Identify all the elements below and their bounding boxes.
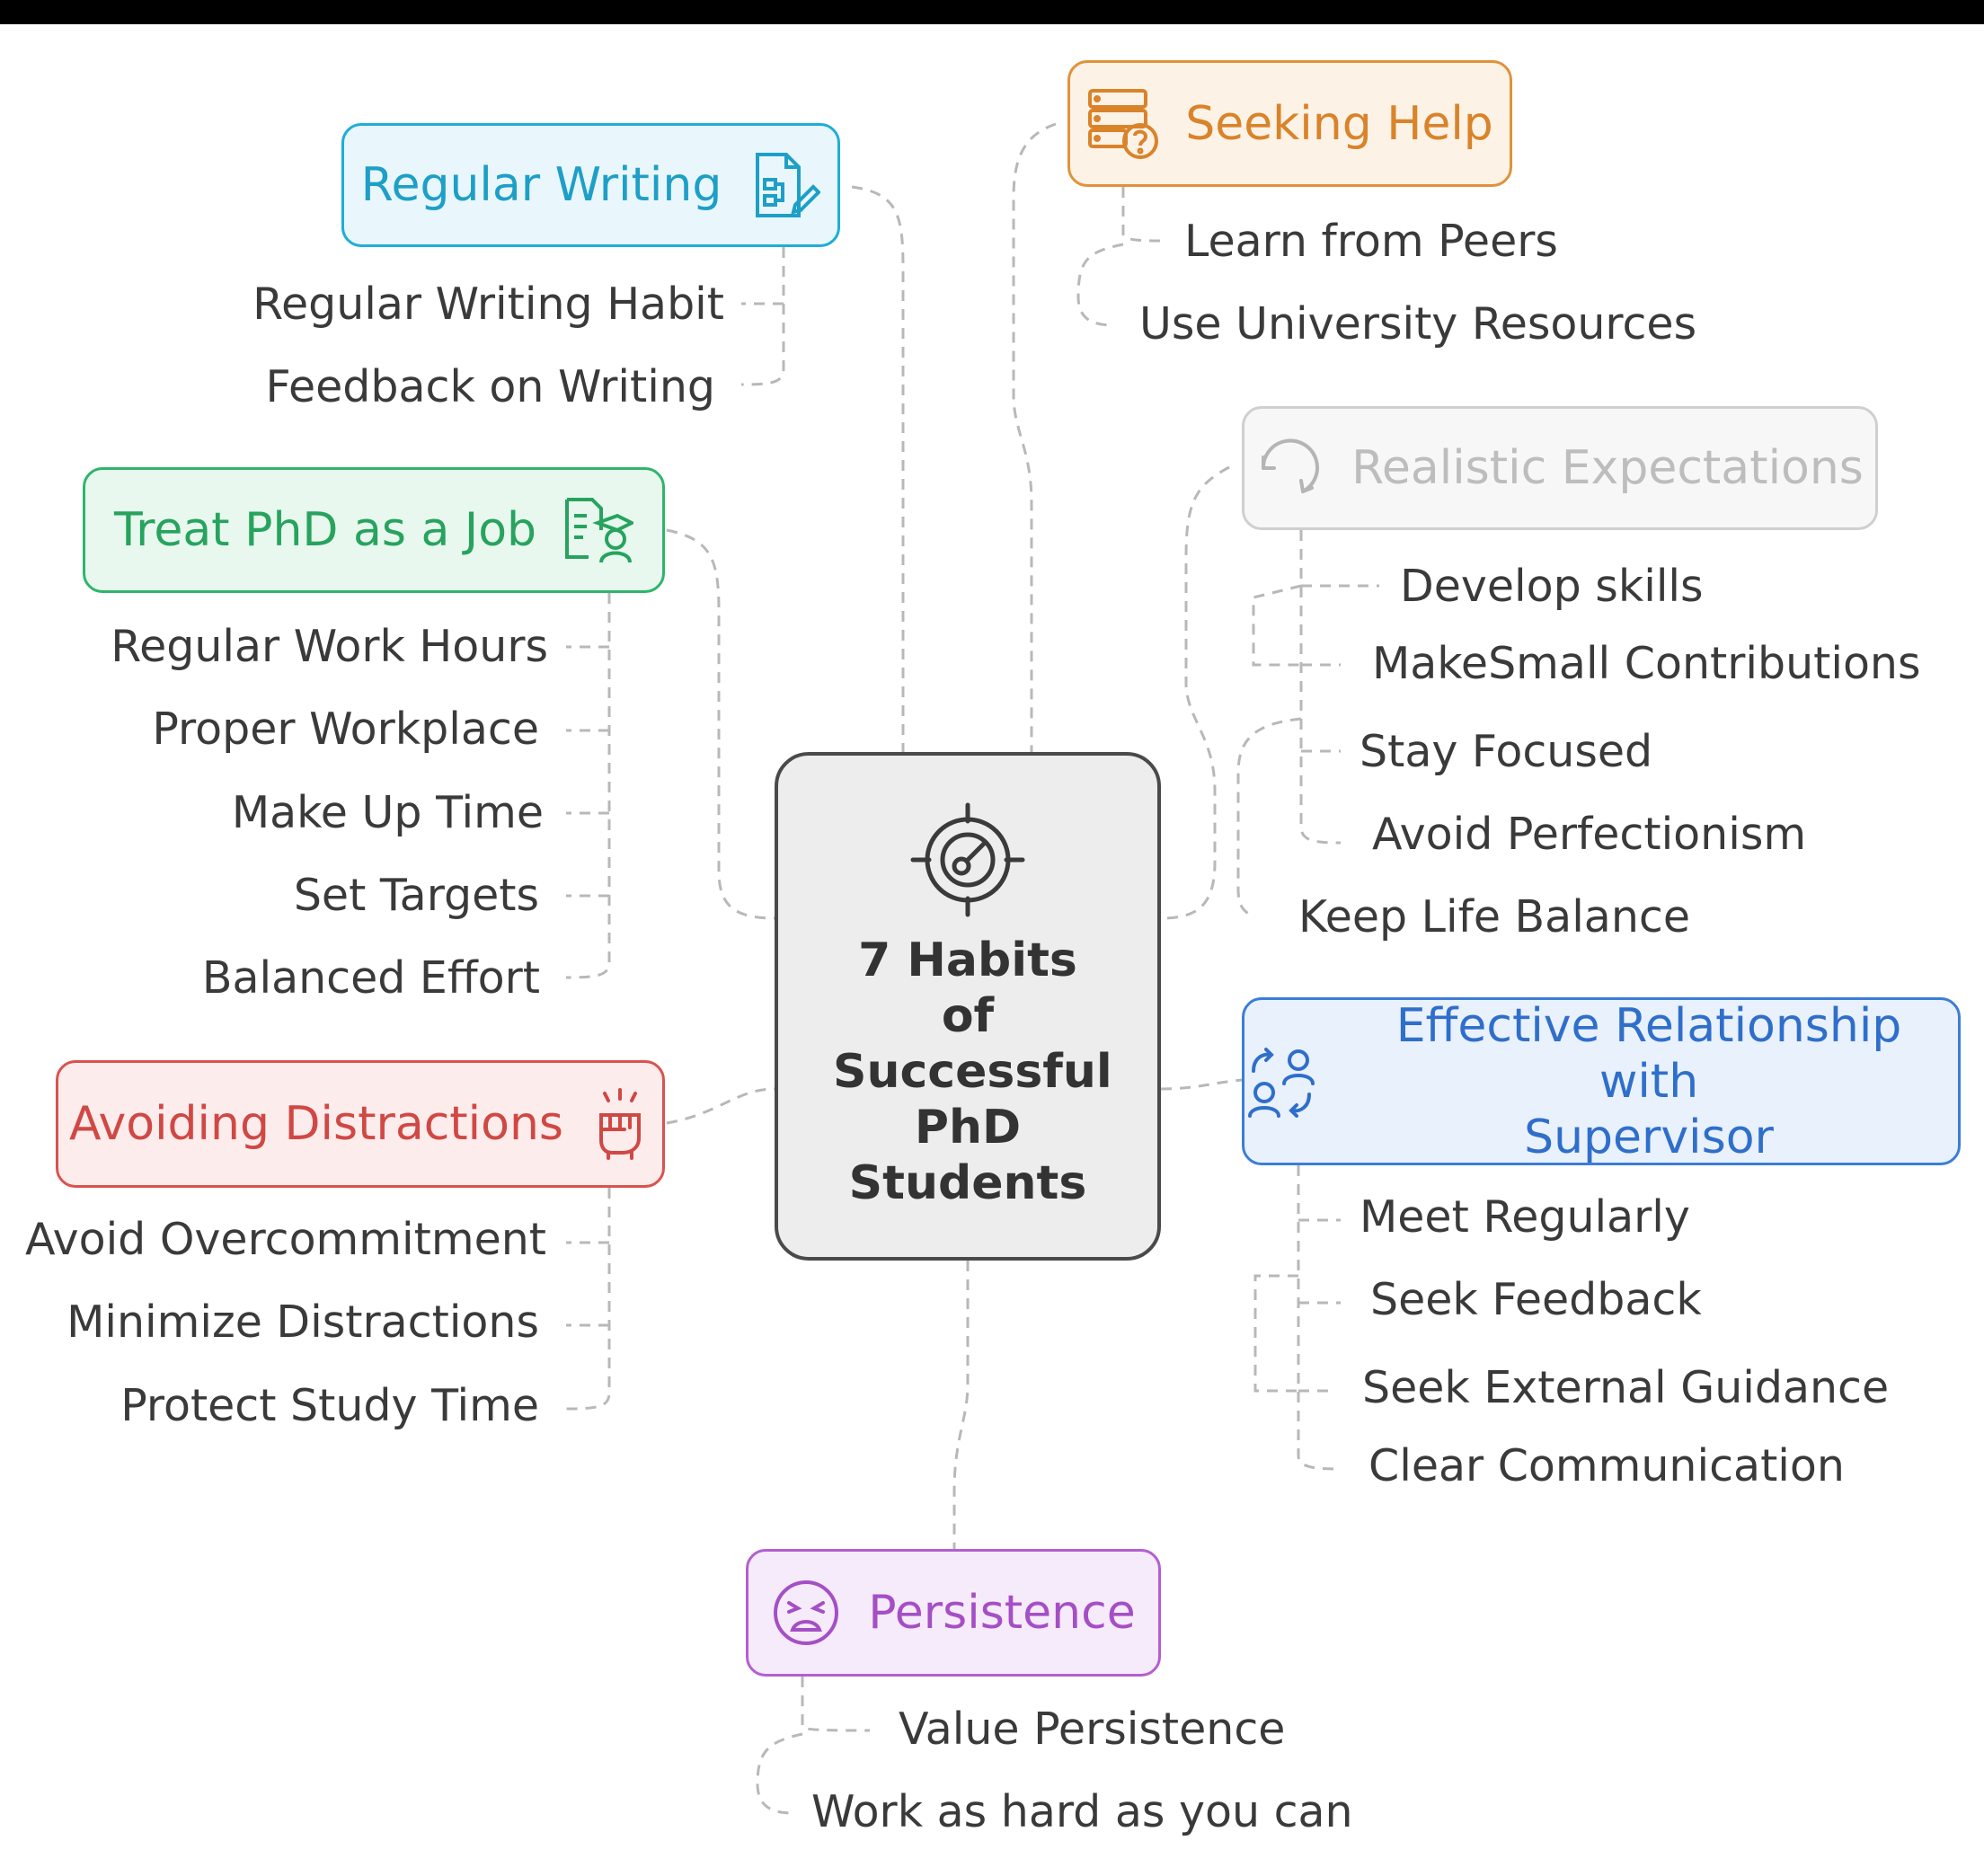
list-item: Value Persistence: [899, 1703, 1286, 1755]
list-item: Work as hard as you can: [811, 1786, 1353, 1837]
list-item: Use University Resources: [1139, 298, 1697, 350]
link-supervisor: [1160, 1078, 1243, 1091]
link-expectations: [1160, 465, 1230, 920]
realistic-expectations-label: Realistic Expectations: [1351, 441, 1864, 495]
top-bar: [0, 0, 1984, 24]
list-item: Learn from Peers: [1184, 216, 1558, 267]
node-seeking-help: Seeking Help: [1067, 60, 1512, 187]
list-item: Protect Study Time: [120, 1380, 539, 1431]
link-treat-job: [666, 528, 775, 920]
target-icon: [909, 801, 1026, 922]
seeking-help-label: Seeking Help: [1185, 96, 1493, 151]
central-node: 7 Habits of Successful PhD Students: [775, 752, 1161, 1261]
graduate-document-icon: [562, 494, 634, 566]
link-distractions: [666, 1087, 775, 1125]
list-item: Balanced Effort: [201, 952, 540, 1004]
tired-face-icon: [771, 1578, 841, 1648]
regular-writing-label: Regular Writing: [360, 158, 722, 212]
avoid-distractions-label: Avoiding Distractions: [68, 1097, 563, 1151]
rotate-arrow-icon: [1256, 434, 1324, 502]
node-avoid-distractions: Avoiding Distractions: [56, 1060, 665, 1188]
central-title: 7 Habits of Successful PhD Students: [833, 934, 1112, 1210]
list-item: Minimize Distractions: [66, 1296, 539, 1348]
list-item: Meet Regularly: [1360, 1191, 1690, 1243]
treat-job-label: Treat PhD as a Job: [113, 503, 537, 557]
fist-icon: [589, 1088, 651, 1160]
list-item: MakeSmall Contributions: [1372, 638, 1921, 689]
list-item: Regular Writing Habit: [252, 279, 724, 330]
server-question-icon: [1086, 87, 1160, 161]
list-item: Make Up Time: [231, 787, 544, 838]
node-regular-writing: Regular Writing: [341, 123, 840, 247]
supervisor-label-line1: Effective Relationship with: [1395, 998, 1902, 1109]
list-item: Set Targets: [293, 870, 539, 921]
list-item: Keep Life Balance: [1298, 891, 1690, 942]
list-item: Avoid Overcommitment: [24, 1214, 546, 1265]
document-edit-icon: [748, 149, 821, 221]
list-item: Develop skills: [1400, 561, 1704, 612]
list-item: Clear Communication: [1368, 1440, 1845, 1491]
node-persistence: Persistence: [746, 1549, 1161, 1677]
list-item: Seek Feedback: [1370, 1274, 1702, 1325]
list-item: Feedback on Writing: [265, 361, 715, 412]
list-item: Avoid Perfectionism: [1372, 809, 1807, 860]
link-seeking-help: [1012, 122, 1057, 752]
link-persistence: [952, 1261, 970, 1549]
link-regular-writing: [851, 185, 905, 752]
list-item: Seek External Guidance: [1362, 1362, 1890, 1413]
list-item: Proper Workplace: [152, 704, 539, 755]
list-item: Stay Focused: [1360, 726, 1653, 777]
supervisor-label-line2: Supervisor: [1524, 1110, 1774, 1164]
people-exchange-icon: [1244, 1044, 1320, 1119]
list-item: Regular Work Hours: [111, 621, 548, 672]
node-treat-job: Treat PhD as a Job: [83, 467, 665, 593]
persistence-label: Persistence: [868, 1586, 1136, 1640]
node-realistic-expectations: Realistic Expectations: [1242, 406, 1878, 530]
node-supervisor: Effective Relationship with Supervisor: [1242, 997, 1961, 1165]
